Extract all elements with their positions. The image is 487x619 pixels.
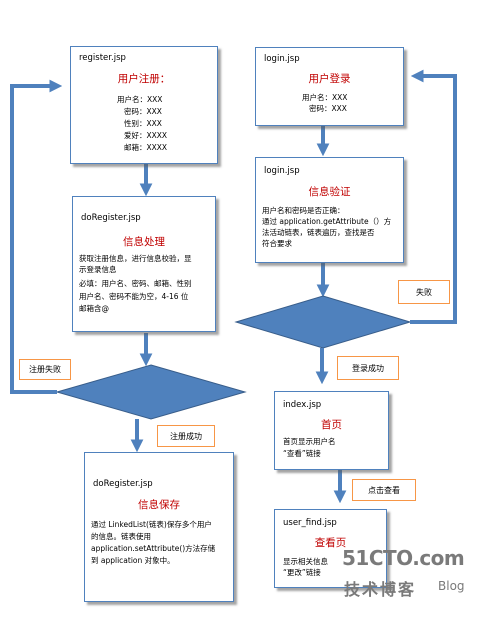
watermark-subtitle: 技术博客: [344, 580, 417, 599]
user-find-line-1: 显示相关信息: [283, 557, 328, 566]
register-process-box: doRegister.jsp 信息处理 获取注册信息，进行信息校验，显 示登录信…: [72, 196, 216, 332]
process-line-2: 示登录信息: [79, 265, 117, 274]
register-success-label: 注册成功: [157, 425, 215, 447]
login-fail-label: 失败: [398, 280, 450, 304]
user-find-page-box: user_find.jsp 查看页 显示相关信息 “更改”链接: [274, 509, 387, 588]
register-file-name: register.jsp: [79, 53, 126, 63]
click-view-label: 点击查看: [352, 479, 416, 501]
register-heading: 用户注册：: [117, 73, 171, 85]
verify-file-name: login.jsp: [264, 166, 300, 176]
watermark-logo: 51CTO.com 技术博客 Blog: [340, 540, 480, 610]
login-page-box: login.jsp 用户登录 用户名：XXX 密码：XXX: [255, 47, 404, 126]
verify-heading: 信息验证: [308, 186, 351, 198]
save-line-4: 到 application 对象中。: [91, 556, 175, 565]
process-line-4: 用户名、密码不能为空，4-16 位: [79, 292, 189, 301]
login-field-password: 密码：XXX: [309, 104, 347, 113]
index-page-box: index.jsp 首页 首页显示用户名 “查看”链接: [274, 391, 389, 470]
register-field-username: 用户名：XXX: [117, 95, 163, 104]
save-line-1: 通过 LinkedList(链表)保存多个用户: [91, 520, 212, 529]
index-line-2: “查看”链接: [283, 449, 321, 458]
save-heading: 信息保存: [138, 499, 180, 511]
verify-line-3: 法活动链表，链表遍历，查找是否: [262, 228, 375, 237]
register-field-email: 邮箱：XXXX: [124, 143, 168, 152]
user-find-line-2: “更改”链接: [283, 568, 321, 577]
index-heading: 首页: [321, 419, 342, 431]
verify-line-1: 用户名和密码是否正确：: [262, 206, 345, 215]
register-decision-diamond: [55, 364, 247, 420]
login-success-label: 登录成功: [337, 356, 399, 380]
register-page-box: register.jsp 用户注册： 用户名：XXX 密码：XXX 性别：XXX…: [70, 46, 218, 164]
arrow-login-fail-loop: [410, 69, 457, 324]
register-fail-label: 注册失败: [19, 359, 71, 380]
index-file-name: index.jsp: [283, 400, 322, 410]
login-verify-box: login.jsp 信息验证 用户名和密码是否正确： 通过 applicatio…: [255, 157, 404, 263]
register-save-box: doRegister.jsp 信息保存 通过 LinkedList(链表)保存多…: [84, 452, 234, 602]
register-field-hobby: 爱好：XXXX: [124, 131, 168, 140]
login-file-name: login.jsp: [264, 54, 300, 64]
save-line-3: application.setAttribute()方法存储: [91, 544, 216, 553]
arrow-register-fail-loop: [10, 79, 63, 394]
verify-line-4: 符合要求: [262, 239, 292, 248]
process-line-5: 邮箱含@: [79, 304, 109, 313]
save-line-2: 的信息。链表使用: [91, 532, 151, 541]
register-field-gender: 性别：XXX: [124, 119, 162, 128]
process-file-name: doRegister.jsp: [81, 213, 141, 223]
process-heading: 信息处理: [123, 236, 165, 248]
process-line-1: 获取注册信息，进行信息校验，显: [79, 254, 192, 263]
register-field-password: 密码：XXX: [124, 107, 162, 116]
login-decision-diamond: [234, 295, 412, 349]
login-field-username: 用户名：XXX: [302, 93, 348, 102]
process-line-3: 必填：用户名、密码、邮箱、性别: [79, 279, 192, 288]
save-file-name: doRegister.jsp: [93, 479, 153, 489]
login-heading: 用户登录: [308, 73, 351, 85]
user-find-heading: 查看页: [314, 537, 347, 549]
verify-line-2: 通过 application.getAttribute（）方: [262, 217, 392, 226]
watermark-blog: Blog: [438, 579, 465, 593]
user-find-file-name: user_find.jsp: [283, 518, 337, 528]
index-line-1: 首页显示用户名: [283, 437, 336, 446]
watermark-site: 51CTO.com: [342, 546, 465, 570]
